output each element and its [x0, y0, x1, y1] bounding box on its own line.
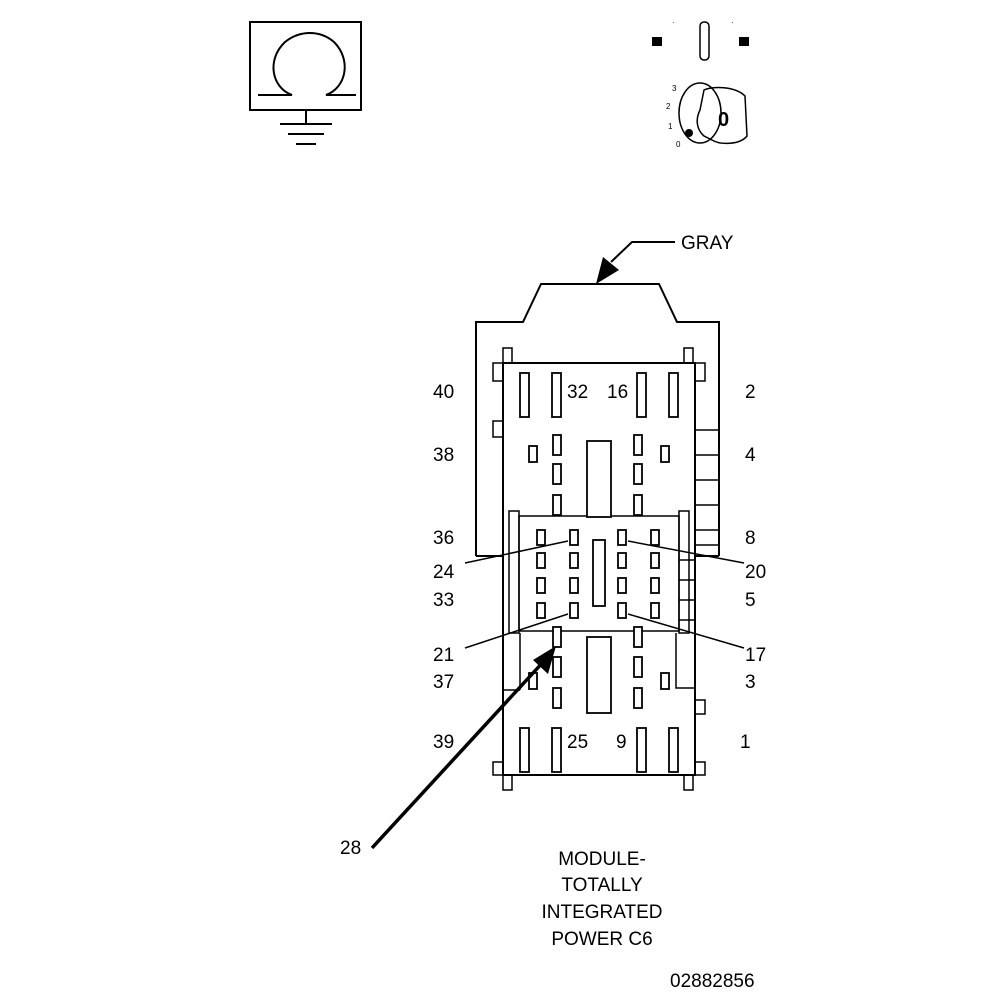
key-label: 0 — [718, 109, 729, 131]
pin-leader-lines — [464, 540, 745, 649]
pin-label-38: 38 — [433, 445, 454, 466]
ignition-key-switch-icon: · · 3 2 1 0 0 — [652, 18, 749, 149]
key-position-1: 1 — [668, 122, 673, 131]
connector-color-callout: GRAY — [596, 233, 734, 284]
svg-text:·: · — [731, 18, 734, 27]
pin-28-callout: 28 — [340, 646, 556, 859]
key-position-2: 2 — [666, 102, 671, 111]
connector-body — [475, 283, 720, 791]
key-position-3: 3 — [672, 84, 677, 93]
caption-line-1: MODULE- — [558, 849, 646, 870]
pin-label-24: 24 — [433, 562, 455, 583]
caption-line-4: POWER C6 — [551, 929, 652, 950]
key-position-0: 0 — [676, 140, 681, 149]
ground-omega-icon — [249, 21, 362, 145]
pin-label-20: 20 — [745, 562, 766, 583]
pin-label-4: 4 — [745, 445, 756, 466]
pin-label-32: 32 — [567, 382, 588, 403]
pin-label-16: 16 — [607, 382, 628, 403]
pin-label-3: 3 — [745, 672, 756, 693]
connector-caption: MODULE- TOTALLY INTEGRATED POWER C6 — [541, 849, 662, 950]
pin-label-33: 33 — [433, 590, 454, 611]
pin-label-37: 37 — [433, 672, 454, 693]
pin-label-17: 17 — [745, 645, 766, 666]
pin-label-39: 39 — [433, 732, 454, 753]
pin-label-36: 36 — [433, 528, 454, 549]
connector-color-label: GRAY — [681, 233, 734, 254]
caption-line-3: INTEGRATED — [541, 902, 662, 923]
svg-text:·: · — [672, 18, 675, 27]
pin-label-2: 2 — [745, 382, 756, 403]
pin-label-8: 8 — [745, 528, 756, 549]
pin-label-25: 25 — [567, 732, 588, 753]
pin-label-28: 28 — [340, 838, 361, 859]
caption-line-2: TOTALLY — [561, 875, 643, 896]
pin-label-40: 40 — [433, 382, 454, 403]
pin-label-5: 5 — [745, 590, 756, 611]
pin-label-1: 1 — [740, 732, 751, 753]
pin-label-9: 9 — [616, 732, 627, 753]
pin-label-21: 21 — [433, 645, 454, 666]
figure-id: 02882856 — [670, 971, 755, 992]
